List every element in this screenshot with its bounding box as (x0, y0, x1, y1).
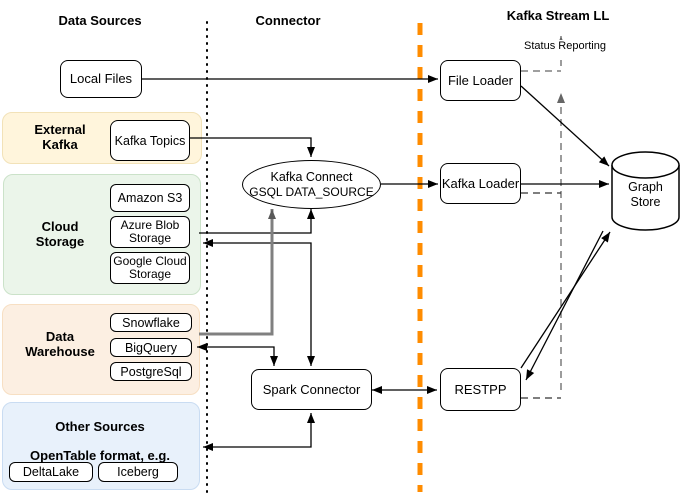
node-azure-blob-storage: Azure Blob Storage (110, 216, 190, 248)
edge-azure-sparkconnector (203, 239, 315, 366)
node-kafka-loader: Kafka Loader (440, 163, 521, 204)
edge-kafkatopics-kafkaconnect (190, 137, 315, 157)
node-snowflake: Snowflake (110, 313, 192, 332)
status-reporting-label: Status Reporting (518, 40, 612, 52)
node-iceberg: Iceberg (98, 462, 178, 482)
group-label-external-kafka: External Kafka (34, 122, 86, 152)
node-file-loader: File Loader (440, 60, 521, 101)
node-amazon-s3: Amazon S3 (110, 184, 190, 212)
edge-azure-kafkaconnect (199, 209, 315, 234)
group-label-cloud-storage: Cloud Storage (35, 219, 85, 249)
node-graph-store-label: Graph Store (628, 180, 663, 209)
group-label-opentable: OpenTable format, e.g. (30, 448, 170, 463)
edge-graphstore-restpp (525, 230, 604, 381)
node-postgresql: PostgreSql (110, 362, 192, 381)
header-data-sources: Data Sources (58, 13, 142, 28)
edge-fileloader-graphstore (520, 85, 610, 167)
edge-othersources-sparkconnector (203, 413, 315, 451)
node-bigquery: BigQuery (110, 338, 192, 357)
node-kafka-connect: Kafka Connect GSQL DATA_SOURCE (242, 160, 381, 209)
node-local-files: Local Files (60, 60, 142, 98)
group-label-other-sources: Other Sources (55, 419, 145, 434)
edge-snowflake-kafkaconnect (199, 209, 276, 336)
edge-restpp-graphstore (520, 231, 611, 369)
node-google-cloud-storage: Google Cloud Storage (110, 252, 190, 284)
edge-bigquery-sparkconnector (197, 343, 278, 366)
node-deltalake: DeltaLake (9, 462, 93, 482)
node-spark-connector: Spark Connector (251, 369, 372, 410)
kafka-connect-subtitle: GSQL DATA_SOURCE (249, 185, 374, 199)
node-restpp: RESTPP (440, 368, 521, 411)
header-connector: Connector (255, 13, 321, 28)
header-kafka-stream: Kafka Stream LL (506, 8, 610, 23)
kafka-connect-title: Kafka Connect (270, 170, 353, 184)
node-kafka-topics: Kafka Topics (110, 120, 190, 161)
group-label-data-warehouse: Data Warehouse (25, 329, 95, 359)
